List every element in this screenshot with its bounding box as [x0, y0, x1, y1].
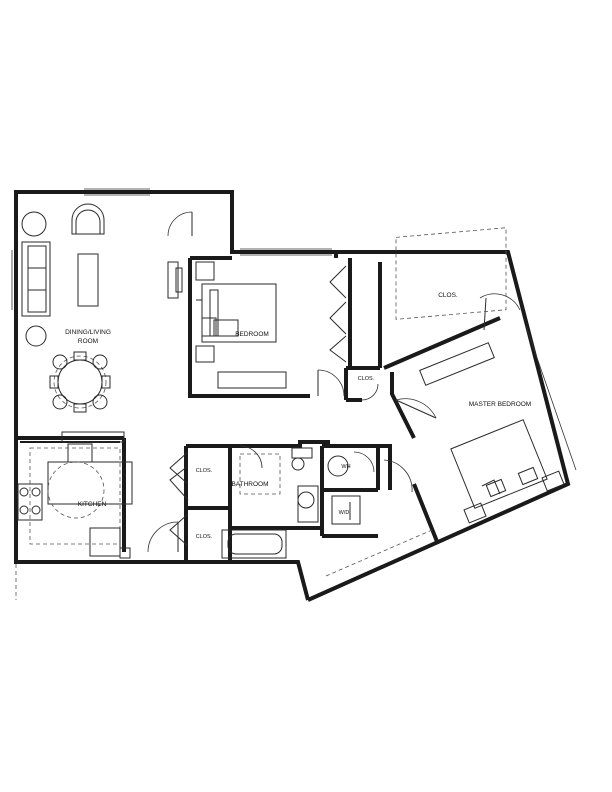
label-dining-living-2: ROOM	[78, 338, 98, 345]
label-water-heater: WH	[341, 464, 350, 470]
label-bathroom: BATHROOM	[231, 481, 268, 488]
label-clos-lower: CLOS.	[196, 534, 213, 540]
bathroom-fixtures	[221, 447, 361, 559]
living-room-furniture	[21, 203, 183, 413]
bedroom-furniture	[195, 261, 287, 389]
label-clos-small: CLOS.	[358, 376, 375, 382]
lower-dashed-lines	[15, 529, 433, 600]
room-labels: DINING/LIVING ROOM BEDROOM CLOS. CLOS. M…	[65, 292, 531, 540]
master-bedroom-furniture	[395, 227, 565, 524]
master-bedroom-window	[525, 325, 577, 471]
interior-walls	[16, 256, 501, 562]
living-room-windows	[11, 188, 332, 310]
door-swings	[147, 211, 521, 553]
label-kitchen: KITCHEN	[78, 501, 107, 508]
label-washer-dryer: W/D	[339, 510, 350, 516]
label-clos-upper: CLOS.	[196, 468, 213, 474]
label-master-bedroom: MASTER BEDROOM	[469, 401, 531, 408]
label-clos-master: CLOS.	[438, 292, 458, 299]
kitchen-fixtures	[17, 431, 133, 559]
label-dining-living-1: DINING/LIVING	[65, 329, 111, 336]
label-bedroom: BEDROOM	[235, 331, 269, 338]
